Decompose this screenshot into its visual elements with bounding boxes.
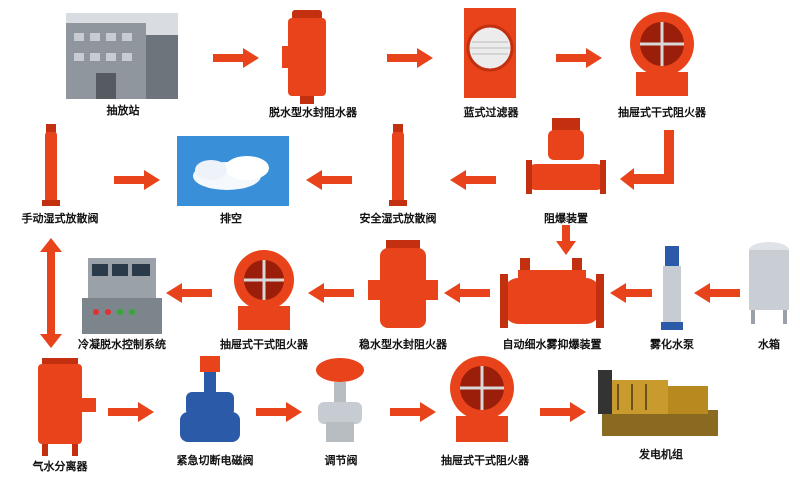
drawer-dry-arrester-2-label: 抽屉式干式阻火器 [220,338,308,351]
gas-water-separator-image [32,358,96,456]
stable-water-seal-arrester-label: 稳水型水封阻火器 [359,338,447,351]
regulating-valve-label: 调节阀 [324,454,358,467]
drawer-dry-arrester-1-label: 抽屉式干式阻火器 [618,106,706,119]
regulating-valve-image [310,356,370,448]
condensation-control-system-label: 冷凝脱水控制系统 [78,338,166,351]
flow-arrow [556,48,602,68]
drawer-dry-arrester-3-image [442,354,522,444]
flow-down-arrow [556,225,576,255]
safety-wet-vent-valve-image [387,124,409,208]
water-tank-label: 水箱 [758,338,780,351]
flow-arrow [256,402,302,422]
explosion-arrester-image [526,118,606,208]
flow-arrow [108,402,154,422]
generator-set-image [598,370,720,440]
flow-arrow [450,170,496,190]
flow-arrow [166,283,212,303]
water-tank-image [747,240,791,324]
flow-arrow [390,402,436,422]
manual-wet-vent-valve-image [40,124,62,208]
emergency-solenoid-valve-label: 紧急切断电磁阀 [176,454,254,467]
emergency-solenoid-valve-image [180,356,240,448]
condensation-control-system-image [82,258,162,334]
flow-arrow [308,283,354,303]
flow-arrow [694,283,740,303]
explosion-arrester-label: 阻爆装置 [544,212,588,225]
safety-wet-vent-valve-label: 安全湿式放散阀 [359,212,437,225]
flow-double-arrow [40,238,62,348]
flow-arrow [610,283,652,303]
spray-pump-label: 雾化水泵 [650,338,694,351]
drawer-dry-arrester-3-label: 抽屉式干式阻火器 [441,454,529,467]
auto-mist-suppression-image [500,258,604,328]
flow-elbow-arrow [620,130,676,190]
flow-arrow [213,48,259,68]
generator-set-label: 发电机组 [639,448,683,461]
basket-filter-image [460,8,520,98]
flow-arrow [444,283,490,303]
flow-arrow [114,170,160,190]
manual-wet-vent-valve-label: 手动湿式放散阀 [21,212,99,225]
dewatering-water-seal-arrester-image [282,8,332,104]
flow-arrow [540,402,586,422]
drawer-dry-arrester-1-image [622,8,702,98]
drawer-dry-arrester-2-image [224,248,304,332]
spray-pump-image [657,246,687,330]
stable-water-seal-arrester-image [368,240,438,332]
dewatering-water-seal-arrester-label: 脱水型水封阻水器 [269,106,357,119]
vent-sky-label: 排空 [220,212,242,225]
pump-station-image [66,13,178,99]
basket-filter-label: 蓝式过滤器 [463,106,519,119]
gas-water-separator-label: 气水分离器 [32,460,88,473]
auto-mist-suppression-label: 自动细水雾抑爆装置 [502,338,602,351]
pump-station-label: 抽放站 [106,104,140,117]
flow-arrow [387,48,433,68]
flow-arrow [306,170,352,190]
vent-sky-image [177,136,289,206]
